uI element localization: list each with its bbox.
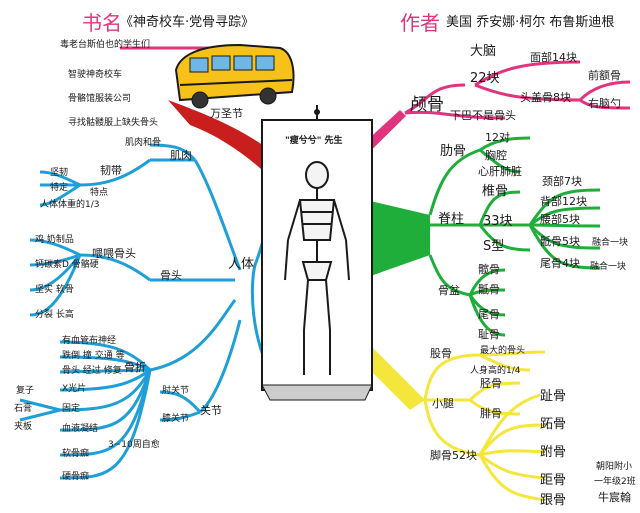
book-title: 《神奇校车·党骨寻踪》 xyxy=(120,15,255,30)
author-label: 作者 xyxy=(400,11,440,35)
spine-shape: S型 xyxy=(483,239,505,254)
nutrition-3: 分裂 长高 xyxy=(35,310,74,320)
shin-label: 小腿 xyxy=(432,397,454,410)
chest-label: 胸腔 xyxy=(485,149,507,162)
waist-count: 腰部5块 xyxy=(540,213,580,226)
femur-ratio: 人身高的1/4 xyxy=(470,366,521,376)
right-brain-label: 右脑勺 xyxy=(588,97,621,110)
nutrition-1: 钙碳素D 骨骼硬 xyxy=(35,260,99,270)
vertebrae-label: 椎骨 xyxy=(482,184,509,199)
pelvis-part-2: 尾骨 xyxy=(478,308,500,321)
author-name: 美国 乔安娜·柯尔 布鲁斯迪根 xyxy=(446,15,615,30)
fracture-0: 有血管布神经 xyxy=(62,336,117,346)
bone-label: 骨头 xyxy=(160,269,182,282)
back-count: 背部12块 xyxy=(540,195,587,208)
tendon-top: 肌肉和骨 xyxy=(125,138,162,148)
pelvis-part-1: 骶骨 xyxy=(478,283,500,296)
book-label: 书名 xyxy=(82,11,122,35)
nutrition-2: 坚实 软骨 xyxy=(35,285,74,295)
spine-count: 33块 xyxy=(483,214,513,229)
joint-1: 膝关节 xyxy=(162,414,190,424)
treat-1: 夹板 xyxy=(14,422,33,432)
head-count: 头盖骨8块 xyxy=(520,91,571,104)
skull-count: 22块 xyxy=(470,71,500,86)
spine-label: 脊柱 xyxy=(438,212,465,227)
nutrition-label: 喂喂骨头 xyxy=(92,247,136,260)
forehead-label: 前额骨 xyxy=(588,69,621,82)
neck-count: 颈部7块 xyxy=(542,175,582,188)
fracture-7: 硬骨痂 xyxy=(62,472,90,482)
heal-label: 3~10周自愈 xyxy=(108,440,160,450)
joint-0: 肘关节 xyxy=(162,386,190,396)
tail-merge: 融合一块 xyxy=(590,262,627,272)
pelvis-part-0: 髋骨 xyxy=(478,263,500,276)
fracture-6: 软骨痂 xyxy=(62,449,90,459)
organs-label: 心肝肺脏 xyxy=(478,165,522,178)
femur-label: 股骨 xyxy=(430,347,452,360)
fracture-2: 骨头 经过 修复 xyxy=(62,366,122,376)
foot-label: 脚骨52块 xyxy=(430,449,477,462)
joint-label: 关节 xyxy=(200,404,222,417)
student-class: 一年级2班 xyxy=(594,477,636,487)
leg-lines xyxy=(423,350,546,502)
sacrum-merge: 融合一块 xyxy=(592,238,629,248)
fracture-label: 骨折 xyxy=(124,361,146,374)
features-label: 特点 xyxy=(90,188,109,198)
feature-2: 人体体重的1/3 xyxy=(40,200,100,210)
tendon-label: 韧带 xyxy=(100,164,122,177)
intro-line-2: 骨骼馆服装公司 xyxy=(68,94,132,104)
sacrum-count: 骶骨5块 xyxy=(540,235,580,248)
feature-1: 特定 xyxy=(50,183,69,193)
jaw-label: 下巴不是骨头 xyxy=(450,109,516,122)
pelvis-label: 骨盆 xyxy=(438,284,460,297)
foot-bone-1: 跖骨 xyxy=(540,417,567,432)
skeleton-display xyxy=(261,105,373,401)
intro-line-0: 毒老台斯伯也的学生们 xyxy=(60,40,151,50)
fracture-1: 跌倒 撞 交通 等 xyxy=(62,351,125,361)
shin-bone-1: 腓骨 xyxy=(480,407,502,420)
school-bus-illustration xyxy=(174,43,295,109)
foot-bone-4: 跟骨 xyxy=(540,493,567,508)
nutrition-0: 鸡 奶制品 xyxy=(35,235,74,245)
shin-bone-0: 胫骨 xyxy=(480,377,502,390)
feature-0: 坚韧 xyxy=(50,168,69,178)
student-school: 朝阳附小 xyxy=(596,462,633,472)
foot-bone-2: 跗骨 xyxy=(540,445,567,460)
skeleton-title: "瘦兮兮" 先生 xyxy=(285,136,343,146)
treat-label: 复子 xyxy=(16,386,35,396)
ribs-label: 肋骨 xyxy=(440,144,467,159)
skull-label: 颅骨 xyxy=(410,95,444,115)
holiday-label: 万圣节 xyxy=(210,107,243,120)
foot-bone-3: 距骨 xyxy=(540,473,567,488)
brain-label: 大脑 xyxy=(470,44,497,59)
student-name: 牛宸翰 xyxy=(598,491,631,504)
hub-label: 人体 xyxy=(228,257,255,272)
intro-line-1: 智驶神奇校车 xyxy=(68,70,123,80)
foot-bone-0: 趾骨 xyxy=(540,389,567,404)
face-count: 面部14块 xyxy=(530,51,577,64)
tail-count: 尾骨4块 xyxy=(540,257,580,270)
ribs-count: 12对 xyxy=(485,131,510,144)
fracture-4: 固定 xyxy=(62,404,81,414)
fracture-3: X光片 xyxy=(62,384,87,394)
fracture-5: 血液凝结 xyxy=(62,424,99,434)
pelvis-part-3: 耻骨 xyxy=(478,328,500,341)
intro-line-3: 寻找骷髅服上缺失骨头 xyxy=(68,118,159,128)
femur-note: 最大的骨头 xyxy=(480,346,526,356)
treat-0: 石膏 xyxy=(14,404,33,414)
trunk-lines xyxy=(428,136,601,337)
muscle-label: 肌肉 xyxy=(170,149,192,162)
